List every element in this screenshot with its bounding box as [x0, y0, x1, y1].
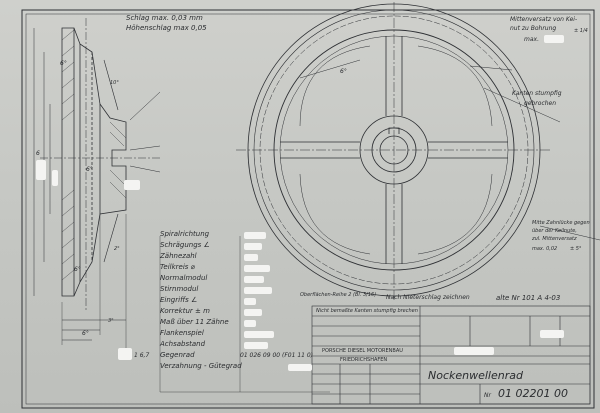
redaction-mark: [244, 254, 258, 261]
title-header-note: Nicht bemaßte Kanten stumpfig brechen: [316, 308, 418, 314]
title-block-lines: [311, 305, 591, 405]
part-number-label: Nr: [484, 392, 491, 399]
company-city: FRIEDRICHSHAFEN: [340, 357, 388, 363]
redaction-mark: [244, 309, 262, 316]
note-mitte-4: max. 0,02: [532, 246, 558, 252]
redaction-mark: [124, 180, 140, 190]
redaction-mark: [244, 243, 262, 250]
spec-label: Gegenrad: [160, 351, 195, 359]
spec-label: Normalmodul: [160, 274, 208, 282]
spec-label: Zähnezahl: [160, 252, 197, 260]
redaction-mark: [244, 298, 256, 305]
note-gebrochen: gebrochen: [524, 100, 557, 107]
spec-label: Flankenspiel: [160, 329, 204, 337]
company-name: PORSCHE DIESEL MOTORENBAU: [322, 348, 403, 354]
note-drawing-ref: alte Nr 101 A 4-03: [496, 294, 561, 302]
redaction-mark: [244, 232, 266, 239]
dim-label: 6°: [60, 60, 67, 67]
note-schlag: Schlag max. 0,03 mm: [126, 14, 203, 22]
dim-label: 2°: [114, 246, 120, 252]
spec-label: Eingriffs ∠: [160, 296, 198, 304]
note-mitte-3: zul. Mittenversatz: [532, 236, 577, 242]
note-mitte-1: Mitte Zahnlücke gegen: [532, 220, 590, 226]
spec-label: Schrägungs ∠: [160, 241, 210, 249]
part-number: 01 02201 00: [498, 387, 568, 400]
redaction-mark: [244, 331, 274, 338]
dim-label: 3°: [108, 318, 114, 324]
part-title: Nockenwellenrad: [428, 369, 523, 382]
redaction-mark: [52, 170, 58, 186]
note-tolerance: ± 1/4: [574, 28, 588, 34]
gear-section-view: [33, 18, 161, 350]
dim-label: 6°: [86, 166, 93, 173]
spec-label: Maß über 11 Zähne: [160, 318, 229, 326]
spec-label: Achsabstand: [160, 340, 206, 348]
note-kanten: Kanten stumpfig: [512, 90, 562, 97]
dim-label: 6°: [74, 266, 81, 273]
note-nieterschlag: Nach Nieterschlag zeichnen: [386, 294, 470, 301]
redaction-mark: [244, 276, 264, 283]
note-hoehenschlag: Höhenschlag max 0,05: [126, 24, 207, 32]
spec-label: Korrektur ± m: [160, 307, 210, 315]
spec-label: Spiralrichtung: [160, 230, 210, 238]
note-oberflaeche: Oberflächen-Reihe 2 (Bl. 3/16): [300, 292, 377, 298]
sheet-inner-border: [25, 13, 591, 405]
redaction-mark: [544, 35, 564, 43]
redaction-mark: [118, 348, 132, 360]
note-mitte-5: ± 5°: [570, 246, 582, 252]
dim-label: 6: [36, 150, 40, 157]
redaction-mark: [454, 347, 494, 355]
spec-table: Spiralrichtung Schrägungs ∠ Zähnezahl Te…: [160, 230, 330, 390]
spec-label: Stirnmodul: [160, 285, 199, 293]
redaction-mark: [244, 287, 272, 294]
note-mittenversatz-2: nut zu Bohrung: [510, 25, 557, 32]
note-mittenversatz-1: Mittenversatz von Kei-: [510, 16, 578, 23]
dim-label: 6°: [340, 68, 347, 75]
dim-label: 10°: [110, 80, 119, 86]
note-mittenversatz-3: max.: [524, 36, 539, 43]
redaction-mark: [244, 320, 256, 327]
sheet-border: [21, 9, 595, 409]
dim-label: 6°: [82, 330, 89, 337]
redaction-mark: [288, 364, 312, 371]
redaction-mark: [244, 342, 268, 349]
spec-label: Teilkreis ⌀: [160, 263, 195, 271]
spec-label: Verzahnung - Gütegrad: [160, 362, 242, 370]
redaction-mark: [244, 265, 270, 272]
spec-table-lines: [159, 236, 330, 393]
redaction-mark: [36, 160, 46, 180]
spec-value: 01 026 09 00 (F01 11 0): [240, 352, 314, 359]
gear-front-view: [236, 2, 600, 302]
note-mitte-2: über der Keilnute,: [532, 228, 577, 234]
dim-label: 1 6,7: [134, 352, 150, 359]
redaction-mark: [540, 330, 564, 338]
